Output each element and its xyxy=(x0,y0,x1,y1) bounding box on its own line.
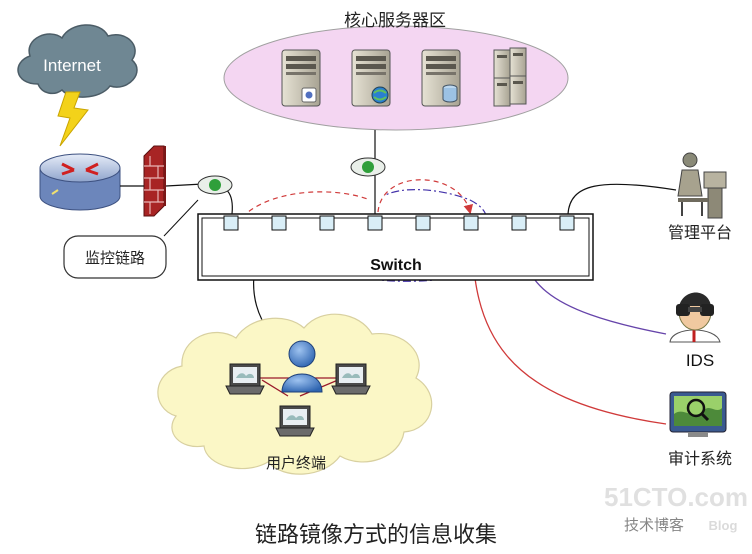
internet-label: Internet xyxy=(43,56,101,75)
switch-port xyxy=(511,215,527,231)
watermark-blog: Blog xyxy=(709,518,738,533)
users-label: 用户终端 xyxy=(266,454,326,472)
diagram-caption: 链路镜像方式的信息收集 xyxy=(255,523,497,548)
switch-body xyxy=(197,213,594,281)
lightning-icon xyxy=(57,91,89,147)
firewall-icon xyxy=(143,145,166,217)
internet-cloud: Internet xyxy=(17,24,138,98)
watermark-main: 51CTO.com xyxy=(604,482,748,512)
mgmt-label: 管理平台 xyxy=(668,223,732,242)
server-rack-icon xyxy=(493,47,527,107)
switch-label: Switch xyxy=(370,257,422,274)
binoculars-person-icon xyxy=(669,292,721,343)
user-icon xyxy=(281,340,323,393)
switch-port xyxy=(319,215,335,231)
laptop-icon xyxy=(331,363,371,395)
switch-port xyxy=(559,215,575,231)
watermark-logo: 51CTO.com 技术博客 Blog xyxy=(604,482,748,534)
server-icon xyxy=(281,49,321,107)
switch-port xyxy=(271,215,287,231)
laptop-icon xyxy=(275,405,315,437)
watermark-sub: 技术博客 xyxy=(624,516,684,534)
tap-icon xyxy=(197,175,233,195)
switch: Switch xyxy=(197,213,594,281)
router-icon xyxy=(39,153,121,211)
workstation-icon xyxy=(677,152,727,219)
switch-port xyxy=(223,215,239,231)
user-cloud: 用户终端 xyxy=(157,313,433,475)
database-server-icon xyxy=(421,49,461,107)
switch-ports xyxy=(223,215,575,231)
laptop-icon xyxy=(225,363,265,395)
switch-port xyxy=(367,215,383,231)
switch-port xyxy=(415,215,431,231)
monitor-link-callout: 监控链路 xyxy=(63,235,167,279)
server-zone-title: 核心服务器区 xyxy=(344,11,446,31)
server-zone: 核心服务器区 xyxy=(223,11,569,131)
ids-label: IDS xyxy=(686,351,714,370)
web-server-icon xyxy=(351,49,391,107)
monitor-search-icon xyxy=(669,391,727,437)
tap-icon xyxy=(350,157,386,177)
monitor-link-label: 监控链路 xyxy=(85,249,145,267)
switch-port xyxy=(463,215,479,231)
audit-label: 审计系统 xyxy=(668,449,732,468)
